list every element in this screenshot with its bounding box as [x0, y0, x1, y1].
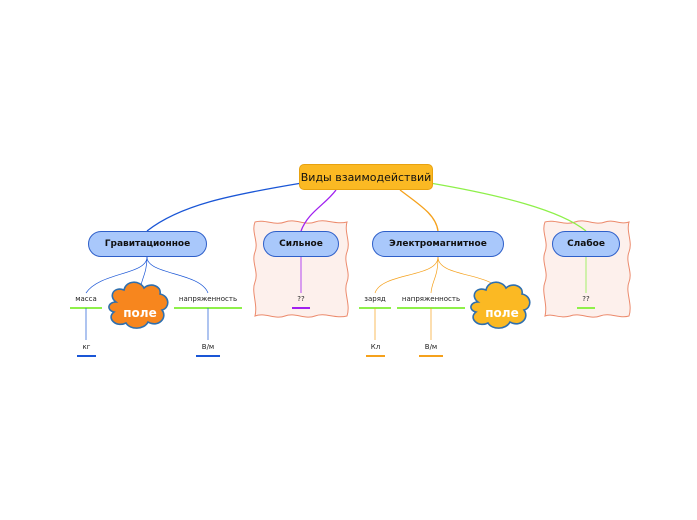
grav-intensity-unit-node[interactable]: В/м: [196, 341, 220, 353]
connector-root-em: [399, 189, 439, 232]
grav-intensity-label: напряженность: [178, 295, 238, 303]
em-intensity-unit: В/м: [424, 343, 438, 351]
connector-root-weak: [429, 182, 587, 232]
root-node[interactable]: Виды взаимодействий: [299, 164, 433, 190]
em-intensity-label: напряженность: [401, 295, 461, 303]
strong-child-label: ??: [297, 295, 305, 303]
em-charge-label: заряд: [364, 295, 386, 303]
grav-mass-label: масса: [75, 295, 97, 303]
connector-root-strong: [300, 189, 337, 232]
em-charge-unit: Кл: [370, 343, 381, 351]
branch-gravitational[interactable]: Гравитационное: [88, 231, 207, 257]
grav-intensity-node[interactable]: напряженность: [174, 293, 242, 305]
strong-child-node[interactable]: ??: [290, 293, 312, 305]
connector-root-grav: [146, 182, 303, 232]
em-intensity-node[interactable]: напряженность: [397, 293, 465, 305]
weak-child-label: ??: [582, 295, 590, 303]
em-charge-node[interactable]: заряд: [359, 293, 391, 305]
grav-mass-unit: кг: [82, 343, 91, 351]
branch-strong[interactable]: Сильное: [263, 231, 339, 257]
cloud-em-field: [470, 281, 531, 329]
connector-em-intensity: [430, 256, 439, 294]
branch-electromagnetic[interactable]: Электромагнитное: [372, 231, 504, 257]
grav-intensity-unit: В/м: [201, 343, 215, 351]
em-intensity-unit-node[interactable]: В/м: [419, 341, 443, 353]
branch-gravitational-label: Гравитационное: [104, 239, 191, 249]
weak-child-node[interactable]: ??: [575, 293, 597, 305]
cloud-grav-field: [108, 281, 169, 329]
root-label: Виды взаимодействий: [300, 170, 432, 184]
connector-em-charge: [374, 256, 439, 294]
em-field-label[interactable]: поле: [485, 306, 519, 320]
connector-grav-intensity: [146, 256, 209, 294]
grav-mass-node[interactable]: масса: [70, 293, 102, 305]
connector-grav-mass: [85, 256, 148, 294]
grav-field-label[interactable]: поле: [123, 306, 157, 320]
branch-electromagnetic-label: Электромагнитное: [389, 239, 487, 249]
em-charge-unit-node[interactable]: Кл: [366, 341, 385, 353]
grav-mass-unit-node[interactable]: кг: [77, 341, 96, 353]
branch-weak-label: Слабое: [567, 239, 605, 249]
branch-weak[interactable]: Слабое: [552, 231, 620, 257]
branch-strong-label: Сильное: [279, 239, 323, 249]
